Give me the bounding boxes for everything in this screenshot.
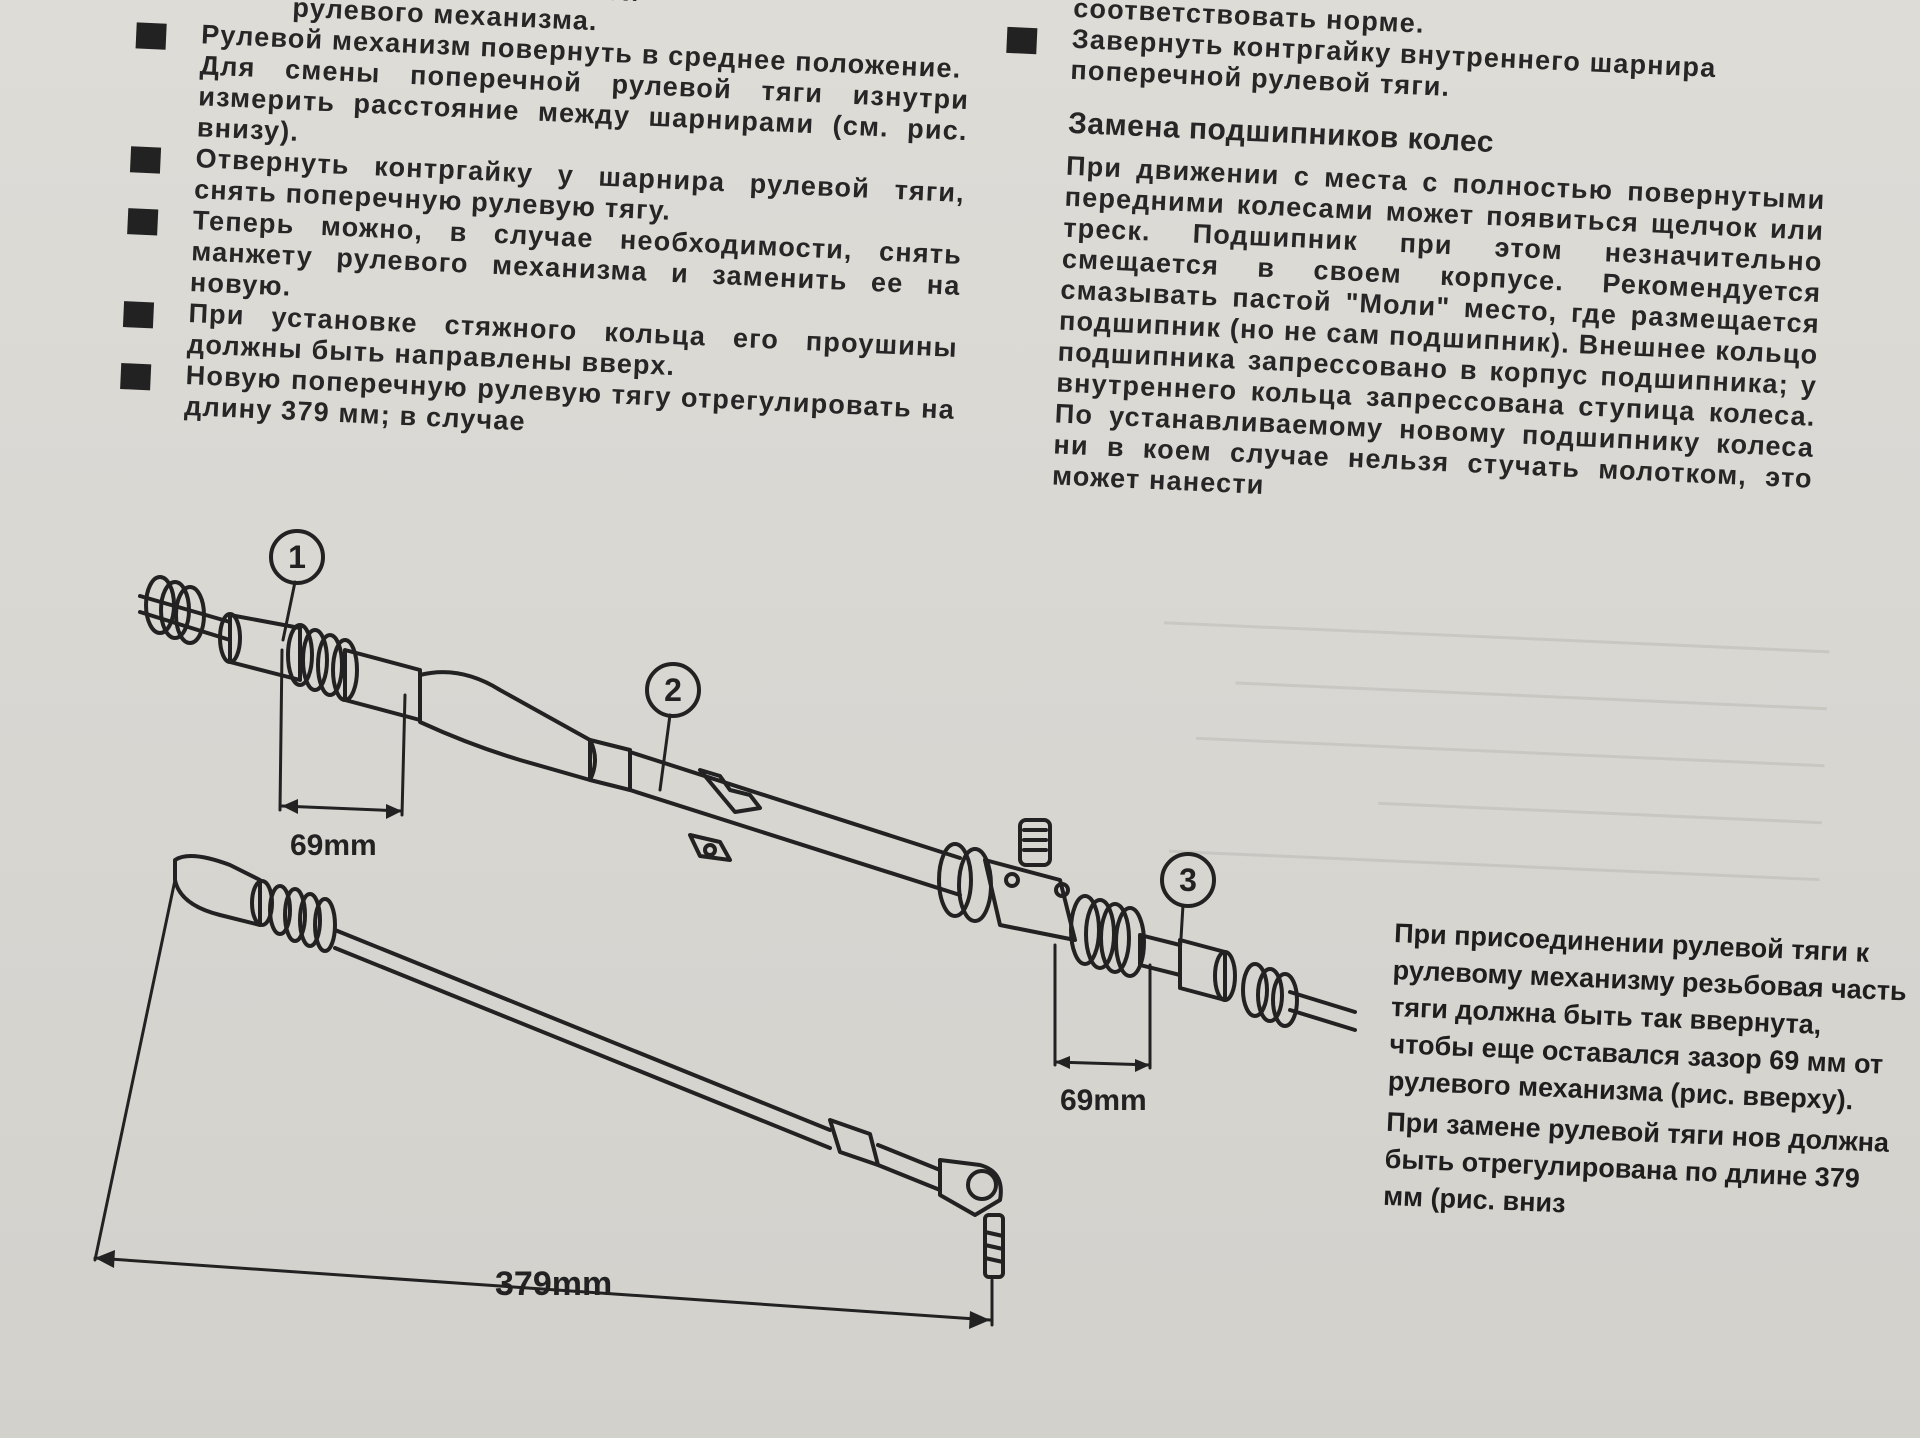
figure-caption: При присоединении рулевой тяги к рулевом… [1382,915,1914,1237]
rack-tube [628,750,962,860]
callout-circle [645,662,701,718]
lower-tie-rod [173,854,1005,1279]
left-tie-rod-end [138,575,232,645]
dimension-lines [93,580,1185,1327]
callout-circle [1160,852,1216,908]
inner-joint-housing [228,613,302,682]
dimension-label-69mm-left: 69mm [290,829,377,862]
callout-label-2: 2 [664,672,682,708]
callout-label-1: 1 [288,539,306,575]
caption-paragraph: При замене рулевой тяги нов должна быть … [1382,1106,1890,1219]
caption-paragraph: При присоединении рулевой тяги к рулевом… [1387,917,1908,1116]
right-tie-rod [1241,962,1357,1032]
callout-circle [269,529,325,585]
arrow-heads [95,799,1150,1329]
callout-label-3: 3 [1179,862,1197,898]
dimension-label-379mm: 379mm [495,1265,612,1303]
dimension-label-69mm-right: 69mm [1060,1084,1147,1117]
right-bellows [1069,894,1146,978]
rack-housing [418,670,597,782]
clamp [698,768,762,814]
pinion-shaft [1018,818,1052,867]
pinion-housing [983,858,1077,942]
